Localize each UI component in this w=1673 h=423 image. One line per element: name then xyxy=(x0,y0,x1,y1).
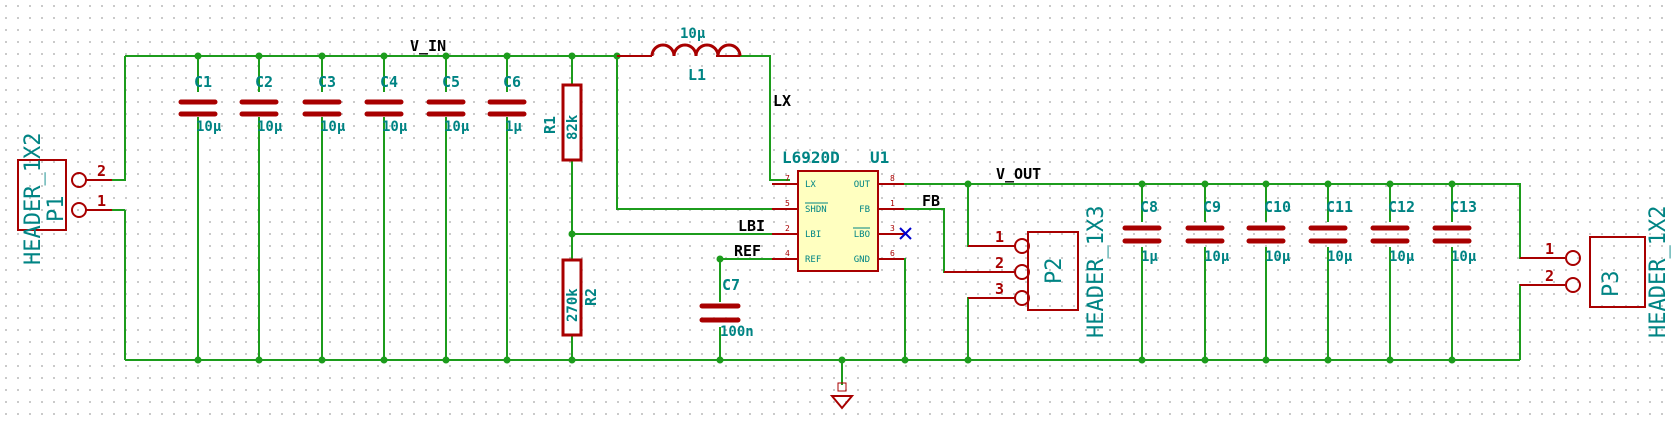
ic-pin-number: 5 xyxy=(785,199,790,208)
capacitor-value: 10µ xyxy=(1265,249,1291,265)
net-label-lbi: LBI xyxy=(738,217,765,235)
capacitor-ref: C10 xyxy=(1264,198,1291,216)
p1-pin-number: 2 xyxy=(97,162,106,180)
ic-pin-name: LX xyxy=(805,180,816,190)
capacitor-value: 10µ xyxy=(1389,249,1415,265)
ic-pin-number: 4 xyxy=(785,249,790,258)
capacitor-ref: C3 xyxy=(318,73,336,91)
ic-pin-name: OUT xyxy=(854,180,871,190)
junctions xyxy=(194,52,1456,364)
net-label-v-in: V_IN xyxy=(410,37,446,55)
ic-pin-number: 2 xyxy=(785,224,790,233)
connector-p1[interactable]: 2 1 P1 HEADER_1X2 xyxy=(17,133,112,265)
capacitor-value: 10µ xyxy=(1327,249,1353,265)
c7-ref: C7 xyxy=(722,276,740,294)
p2-pin-number: 3 xyxy=(995,280,1004,298)
l1-ref: L1 xyxy=(688,66,706,84)
ic-u1[interactable]: L6920D U1 7 5 2 4 LX SHDN LBI REF 8 1 3 … xyxy=(772,148,904,272)
p1-pin-number: 1 xyxy=(97,192,106,210)
r2-value: 270k xyxy=(565,288,581,322)
wires xyxy=(112,55,1565,385)
r1-value: 82k xyxy=(565,114,581,140)
input-capacitor-c5[interactable]: C5 10µ xyxy=(426,73,470,135)
ic-pin-number: 1 xyxy=(890,199,895,208)
p3-type: HEADER_1X2 xyxy=(1646,206,1671,338)
ic-pin-number: 6 xyxy=(890,249,895,258)
input-capacitor-c2[interactable]: C2 10µ xyxy=(239,73,283,135)
ic-ref: U1 xyxy=(870,148,889,167)
capacitor-ref: C6 xyxy=(503,73,521,91)
l1-value: 10µ xyxy=(680,26,706,42)
p1-type: HEADER_1X2 xyxy=(21,133,46,265)
capacitor-ref: C9 xyxy=(1203,198,1221,216)
capacitor-value: 1µ xyxy=(505,119,522,135)
ic-pin-number: 8 xyxy=(890,174,895,183)
capacitor-value: 1µ xyxy=(1141,249,1158,265)
ic-pin-name: LBI xyxy=(805,230,821,240)
ic-pin-name: LBO xyxy=(854,230,870,240)
p3-pin-number: 2 xyxy=(1545,267,1554,285)
ic-pin-name: SHDN xyxy=(805,205,827,215)
output-capacitor-c8[interactable]: C8 1µ xyxy=(1122,198,1162,265)
connector-p2[interactable]: 1 2 3 P2 HEADER_1X3 xyxy=(944,206,1109,338)
p1-ref: P1 xyxy=(44,196,69,223)
ic-pin-number: 3 xyxy=(890,224,895,233)
output-capacitor-c12[interactable]: C12 10µ xyxy=(1370,198,1415,265)
capacitor-value: 10µ xyxy=(196,119,222,135)
net-label-fb: FB xyxy=(922,192,940,210)
input-capacitor-c3[interactable]: C3 10µ xyxy=(302,73,346,135)
inductor-l1[interactable]: 10µ L1 xyxy=(617,26,742,84)
c7-value: 100n xyxy=(720,324,754,340)
net-label-ref: REF xyxy=(734,242,761,260)
capacitor-value: 10µ xyxy=(320,119,346,135)
ic-pin-name: REF xyxy=(805,255,821,265)
capacitor-value: 10µ xyxy=(1204,249,1230,265)
capacitor-value: 10µ xyxy=(1451,249,1477,265)
capacitor-ref: C11 xyxy=(1326,198,1353,216)
input-capacitor-c4[interactable]: C4 10µ xyxy=(364,73,408,135)
capacitor-value: 10µ xyxy=(382,119,408,135)
output-capacitor-c9[interactable]: C9 10µ xyxy=(1185,198,1230,265)
ground-icon xyxy=(829,382,855,410)
capacitor-c7[interactable]: C7 100n xyxy=(699,276,754,340)
resistor-r1[interactable]: 82k R1 xyxy=(541,83,583,162)
ic-pin-number: 7 xyxy=(785,174,790,183)
output-capacitor-c13[interactable]: C13 10µ xyxy=(1432,198,1477,265)
capacitor-ref: C12 xyxy=(1388,198,1415,216)
capacitor-ref: C13 xyxy=(1450,198,1477,216)
r2-ref: R2 xyxy=(582,288,600,306)
ic-pin-name: FB xyxy=(859,205,870,215)
capacitor-ref: C2 xyxy=(255,73,273,91)
input-capacitor-c6[interactable]: C6 1µ xyxy=(487,73,527,135)
output-capacitor-c11[interactable]: C11 10µ xyxy=(1308,198,1353,265)
capacitor-ref: C4 xyxy=(380,73,398,91)
output-capacitor-c10[interactable]: C10 10µ xyxy=(1246,198,1291,265)
p3-ref: P3 xyxy=(1599,271,1624,298)
p2-pin-number: 1 xyxy=(995,228,1004,246)
connector-p3[interactable]: 1 2 P3 HEADER_1X2 xyxy=(1520,206,1671,338)
resistor-r2[interactable]: 270k R2 xyxy=(561,258,600,337)
capacitor-value: 10µ xyxy=(257,119,283,135)
capacitor-ref: C1 xyxy=(194,73,212,91)
capacitor-ref: C8 xyxy=(1140,198,1158,216)
p3-pin-number: 1 xyxy=(1545,240,1554,258)
p2-pin-number: 2 xyxy=(995,254,1004,272)
input-capacitor-c1[interactable]: C1 10µ xyxy=(178,73,222,135)
capacitor-ref: C5 xyxy=(442,73,460,91)
no-connect-x-icon xyxy=(899,227,912,240)
ic-body xyxy=(797,170,879,272)
p2-type: HEADER_1X3 xyxy=(1084,206,1109,338)
ic-part-name: L6920D xyxy=(782,148,840,167)
p2-ref: P2 xyxy=(1042,258,1067,285)
capacitor-value: 10µ xyxy=(444,119,470,135)
net-label-v-out: V_OUT xyxy=(996,165,1041,183)
r1-ref: R1 xyxy=(541,116,559,134)
net-label-lx: LX xyxy=(773,92,791,110)
ic-pin-name: GND xyxy=(854,255,870,265)
